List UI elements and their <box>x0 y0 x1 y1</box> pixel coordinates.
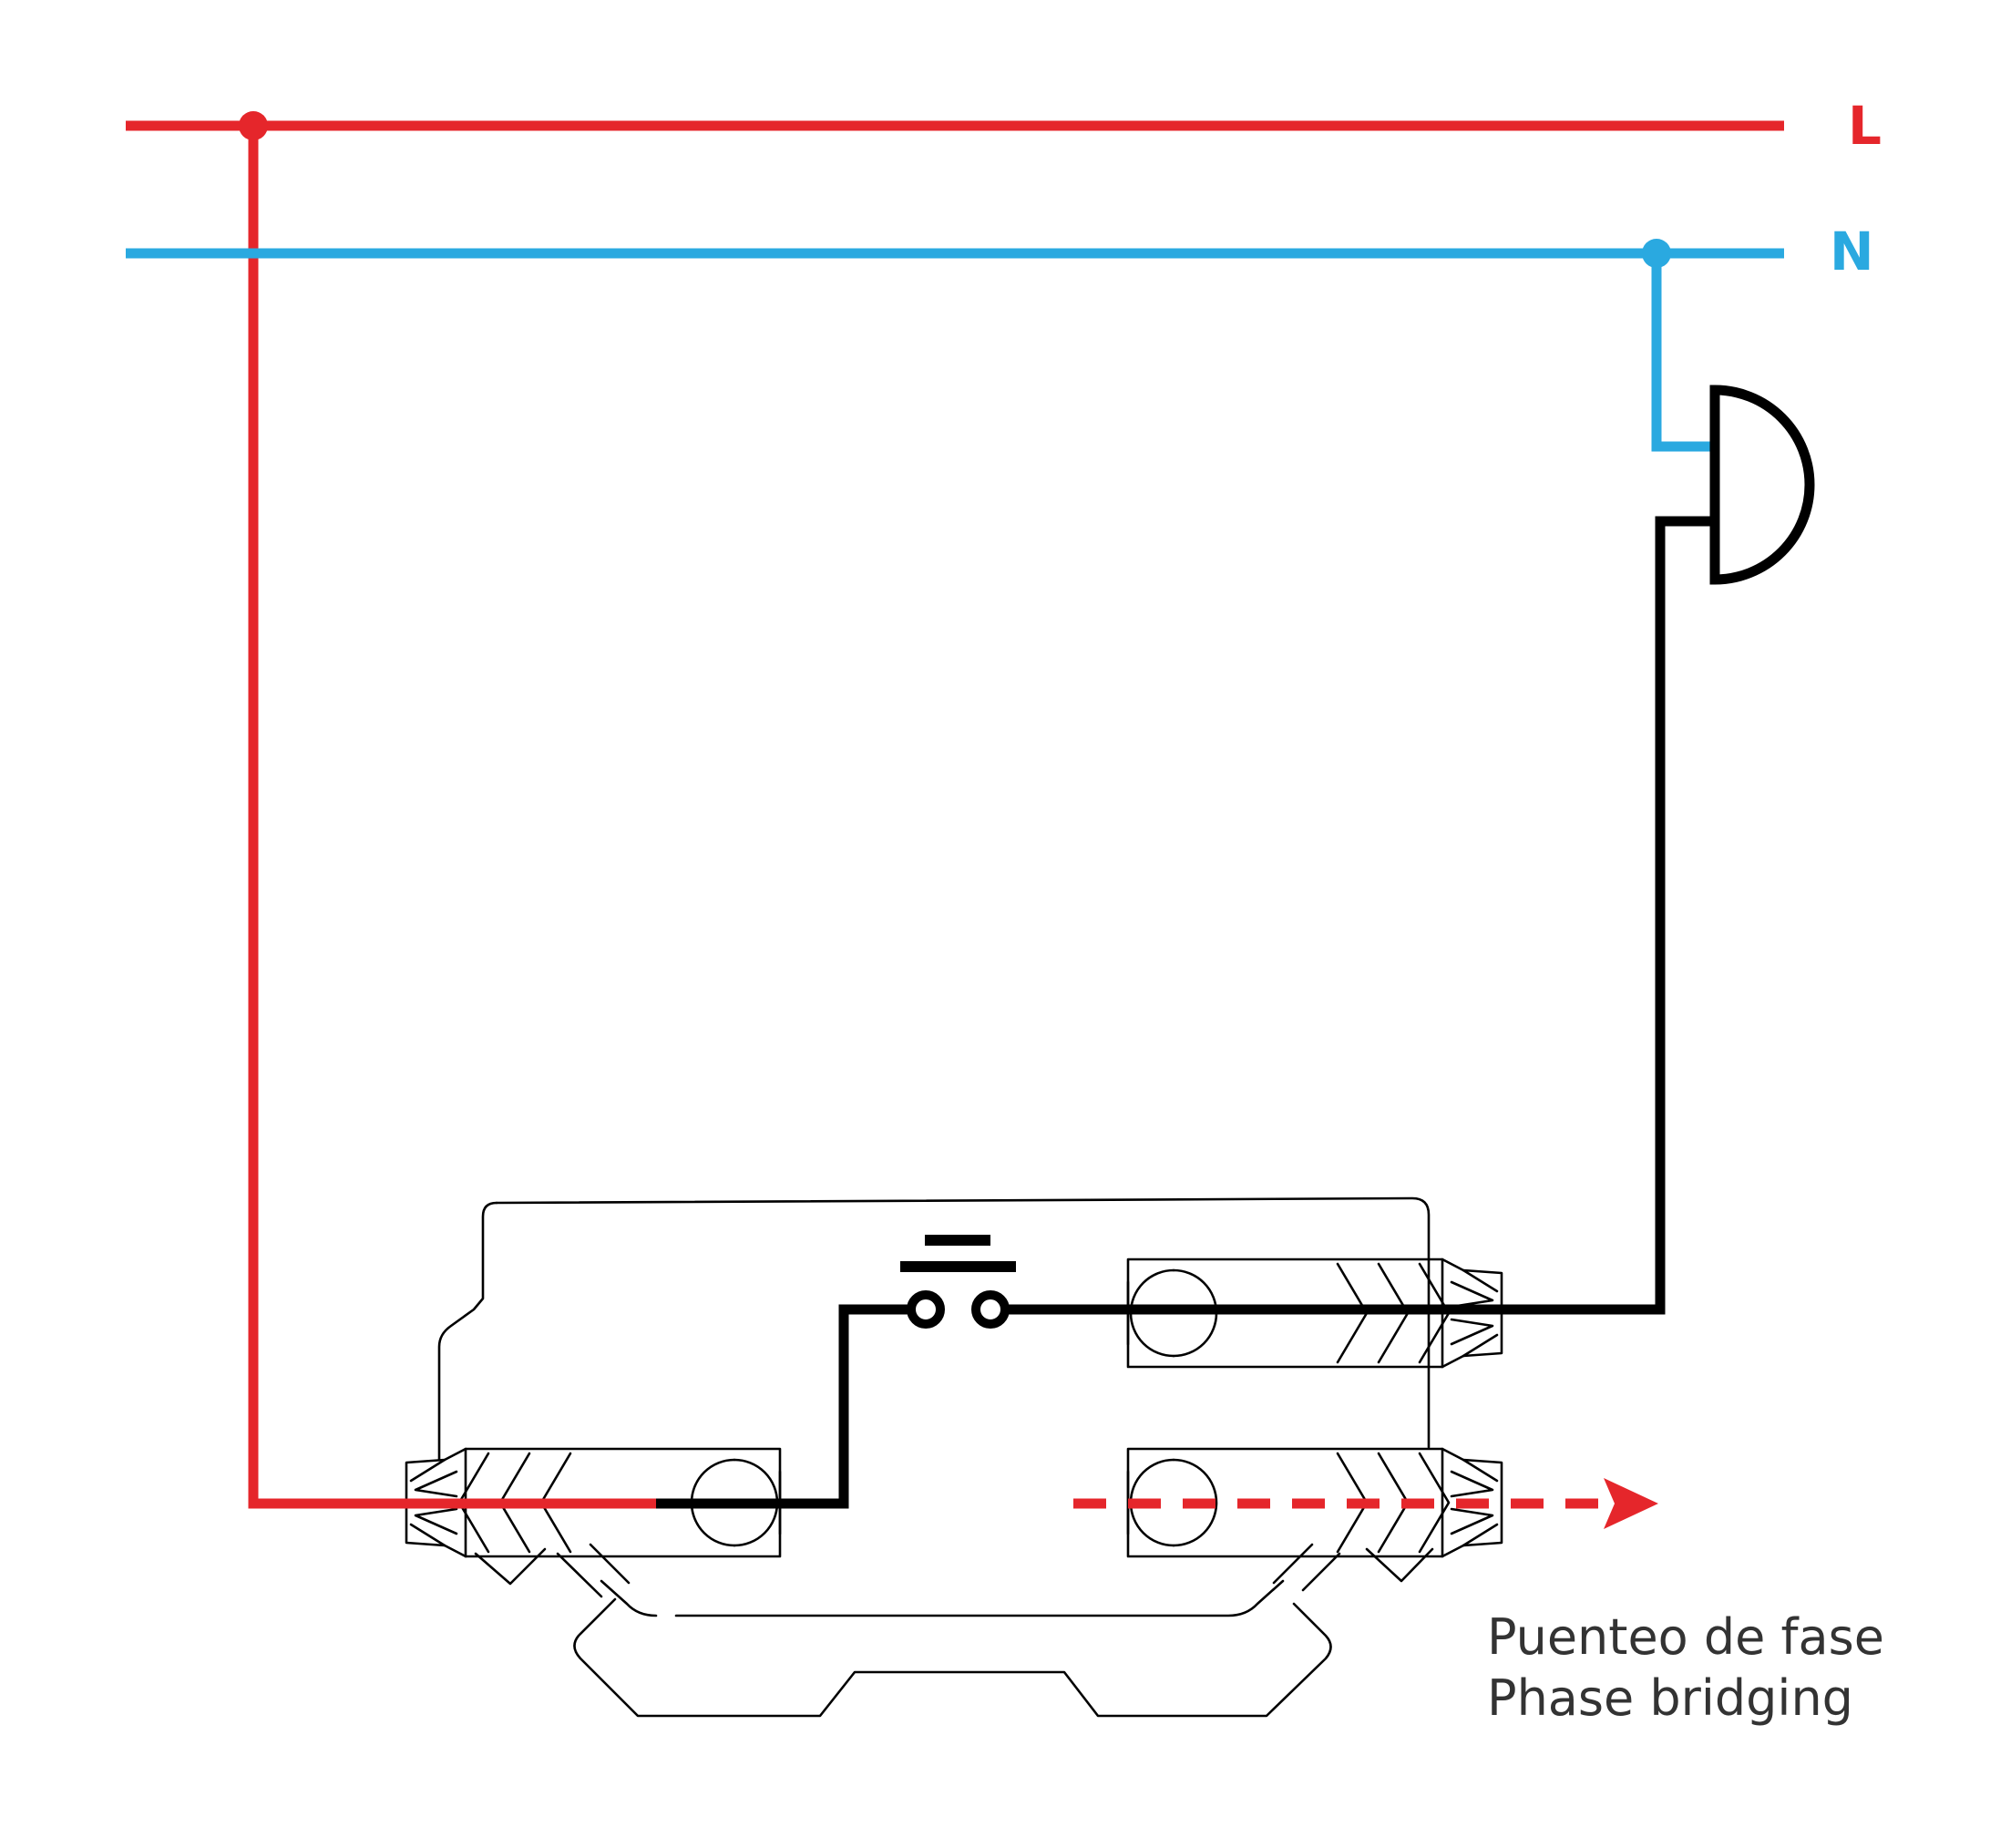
pushbutton-contact-icon <box>900 1235 1016 1329</box>
caption-spanish: Puenteo de fase <box>1487 1608 1884 1666</box>
switched-wiring <box>656 516 1713 1509</box>
bell-symbol-icon <box>1709 385 1815 585</box>
neutral-label: N <box>1830 221 1874 282</box>
caption-english: Phase bridging <box>1487 1669 1853 1727</box>
switch-housing <box>437 1196 1434 1718</box>
phase-label: L <box>1848 95 1882 157</box>
neutral-wiring <box>126 239 1784 452</box>
dashed-arrow-icon <box>1073 1478 1658 1529</box>
phase-wiring <box>126 111 1784 1509</box>
